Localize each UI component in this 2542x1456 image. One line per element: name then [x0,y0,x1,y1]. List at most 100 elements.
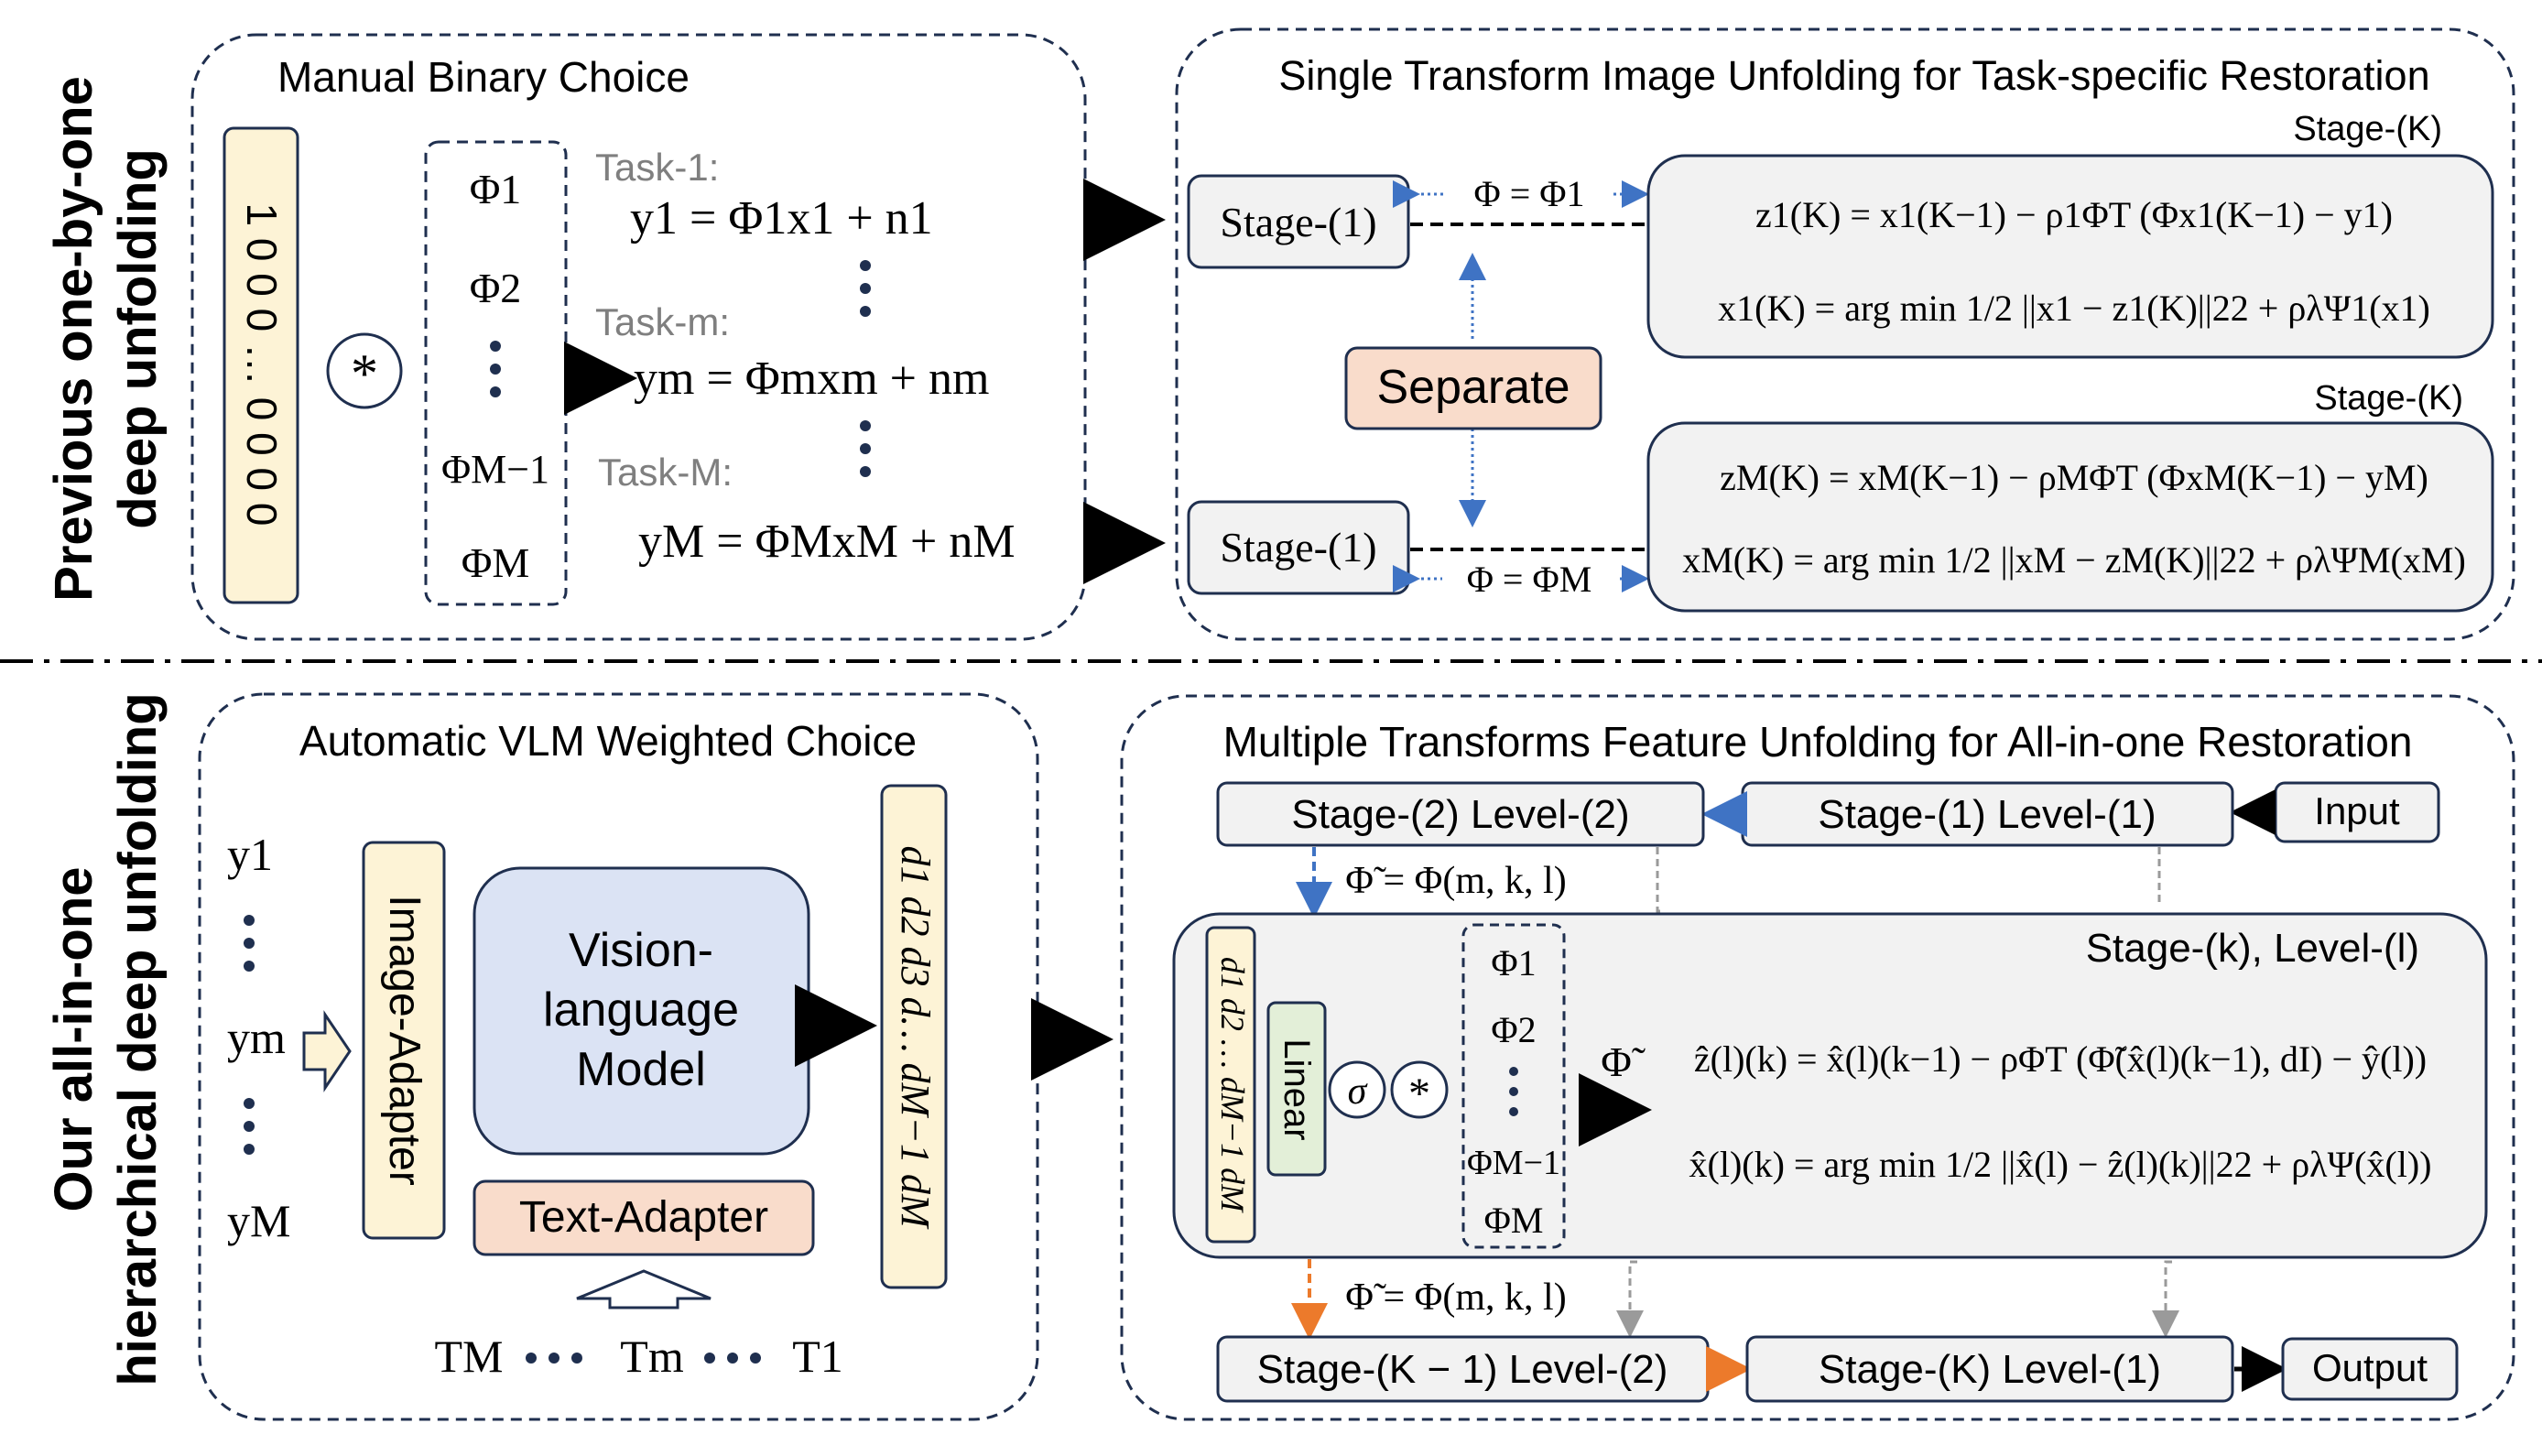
panel-title: Single Transform Image Unfolding for Tas… [1278,52,2429,99]
ellipsis-dot [244,1121,255,1132]
ellipsis-dot [549,1353,559,1364]
input-y: yM [227,1195,290,1246]
equation-z-bottom: zM(K) = xM(K−1) − ρMΦT (ΦxM(K−1) − yM) [1720,457,2428,498]
task-label: Task-1: [595,146,719,189]
vlm-label: language [543,983,739,1037]
manual-binary-choice-panel: Manual Binary Choice 1 0 0 0 … 0 0 0 0 *… [190,33,1087,641]
ellipsis-dot [526,1353,537,1364]
equation-z-top: z1(K) = x1(K−1) − ρ1ΦT (Φx1(K−1) − y1) [1755,194,2393,235]
bottom-side-label-line2: hierarchical deep unfolding [108,692,168,1385]
stage-1-level-1: Stage-(1) Level-(1) [1818,792,2156,837]
phi-item: Φ1 [1491,942,1536,983]
equation-x-hat: x̂(l)(k) = arg min 1/2 ||x̂(l) − ẑ(l)(k)… [1689,1144,2432,1185]
stage-k-label: Stage-(K) [2314,379,2463,418]
hollow-arrow [302,1010,352,1092]
panel-border [1175,27,2515,641]
convolution-star: * [1408,1070,1430,1118]
phi-label-bg [1447,174,1612,212]
sigma-label: σ [1348,1070,1369,1113]
vlm-label: Model [576,1043,706,1096]
ellipsis-dot [490,386,501,397]
stage-k-label: Stage-(K) [2293,110,2442,148]
separate-box [1344,346,1602,430]
convolution-symbol [1390,1060,1449,1119]
ellipsis-dot [860,260,871,271]
convolution-symbol [326,332,403,409]
task-label: Task-m: [595,300,730,343]
ellipsis-dot [860,420,871,431]
gray-link [1616,1260,1644,1338]
phi-tilde-label: Φ̃ = Φ(m, k, l) [1345,860,1566,902]
separate-label: Separate [1376,361,1570,414]
panel-border [190,33,1087,641]
text-adapter-box [473,1179,815,1256]
input-box [2274,781,2440,843]
ellipsis-dot [1509,1087,1518,1096]
bottom-side-label: Our all-in-one hierarchical deep unfoldi… [44,692,168,1385]
ellipsis-dot [860,306,871,317]
task-equation: ym = Φmxm + nm [634,353,989,405]
phi-tilde-label: Φ̃ = Φ(m, k, l) [1345,1277,1566,1319]
phi-set-box [1461,923,1566,1249]
bottom-side-label-line1: Our all-in-one [44,867,103,1212]
linear-label: Linear [1276,1038,1317,1140]
weights-label: d1 d2 d3 d… dM−1 dM [893,845,938,1229]
ellipsis-dot [860,443,871,454]
equation-x-top: x1(K) = arg min 1/2 ||x1 − z1(K)||22 + ρ… [1718,288,2430,329]
ellipsis-dot [490,341,501,352]
output-label: Output [2312,1346,2428,1389]
input-y: ym [227,1012,286,1063]
ellipsis-dot [1509,1107,1518,1116]
ellipsis-dot [244,915,255,926]
gray-link [1656,847,1662,913]
equation-box-top [1646,154,2494,359]
equation-box-bottom [1646,421,2494,613]
phi-item: ΦM [462,539,530,586]
image-adapter-box [362,841,446,1240]
phi-item: Φ1 [470,166,522,212]
vlm-label: Vision- [569,924,713,977]
input-label: Input [2314,789,2400,832]
text-input: T1 [792,1331,843,1382]
ellipsis-dot [860,466,871,477]
phi-item: Φ2 [1491,1009,1536,1050]
ellipsis-dot [571,1353,582,1364]
ellipsis-dot [244,961,255,972]
binary-vector-box [223,126,299,604]
phi-item: Φ2 [470,265,522,311]
phi-item: ΦM−1 [441,447,549,492]
text-adapter-label: Text-Adapter [519,1193,768,1242]
ellipsis-dot [727,1353,738,1364]
stage-1-box [1187,500,1410,595]
image-adapter-label: Image-Adapter [380,895,429,1186]
panel-title: Multiple Transforms Feature Unfolding fo… [1223,718,2413,766]
stage-1-label: Stage-(1) [1220,524,1376,570]
stage-box [1216,781,1705,847]
panel-border [1120,694,2515,1421]
equation-z-hat: ẑ(l)(k) = x̂(l)(k−1) − ρΦT (Φ̃(x̂(l)(k−1… [1694,1038,2427,1080]
binary-vector: 1 0 0 0 … 0 0 0 0 [238,203,286,527]
stage-1-label: Stage-(1) [1220,199,1376,245]
top-side-label-line2: deep unfolding [108,148,168,529]
ellipsis-dot [244,1098,255,1109]
stage-km1-level-2: Stage-(K − 1) Level-(2) [1257,1347,1668,1392]
ellipsis-dot [750,1353,761,1364]
top-side-label-line1: Previous one-by-one [44,76,103,602]
ellipsis-dot [704,1353,715,1364]
stage-k-level-1: Stage-(K) Level-(1) [1819,1347,2161,1392]
phi-item: ΦM [1484,1200,1544,1241]
weights-vertical-box [1205,926,1256,1244]
panel-title: Manual Binary Choice [277,53,690,101]
convolution-star: * [351,343,378,404]
ellipsis-dot [1509,1067,1518,1076]
equation-x-bottom: xM(K) = arg min 1/2 ||xM − zM(K)||22 + ρ… [1682,539,2466,581]
panel-title: Automatic VLM Weighted Choice [299,717,917,765]
task-equation: yM = ΦMxM + nM [638,516,1016,568]
single-transform-panel: Single Transform Image Unfolding for Tas… [1175,27,2515,641]
ellipsis-dot [490,364,501,375]
hollow-up-arrow [576,1269,712,1309]
input-y: y1 [227,829,273,880]
stage-2-level-2: Stage-(2) Level-(2) [1291,792,1629,837]
ellipsis-dot [244,1144,255,1155]
